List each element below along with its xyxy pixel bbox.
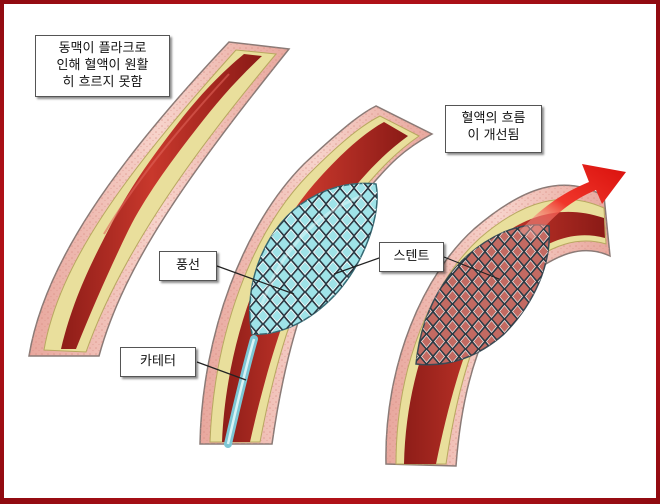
stent-label-text: 스텐트 [386,247,437,267]
narrowed-label-line-2: 인해 혈액이 원활 [42,57,163,74]
narrowed-label-line-3: 히 흐르지 못함 [42,74,163,91]
catheter-label-text: 카테터 [127,352,189,372]
stent-label: 스텐트 [379,242,444,272]
balloon-label-text: 풍선 [166,256,210,276]
balloon-label: 풍선 [159,251,217,281]
narrowed-label-line-1: 동맥이 플라크로 [42,40,163,57]
diagram-panel: 동맥이 플라크로 인해 혈액이 원활 히 흐르지 못함 풍선 스텐트 카테터 혈… [4,4,656,498]
narrowed-artery-label: 동맥이 플라크로 인해 혈액이 원활 히 흐르지 못함 [35,35,170,97]
catheter-label: 카테터 [120,347,196,377]
improved-flow-line-2: 이 개선됨 [452,127,535,144]
restored-artery [386,164,626,466]
improved-flow-label: 혈액의 흐름 이 개선됨 [445,105,542,153]
improved-flow-line-1: 혈액의 흐름 [452,110,535,127]
